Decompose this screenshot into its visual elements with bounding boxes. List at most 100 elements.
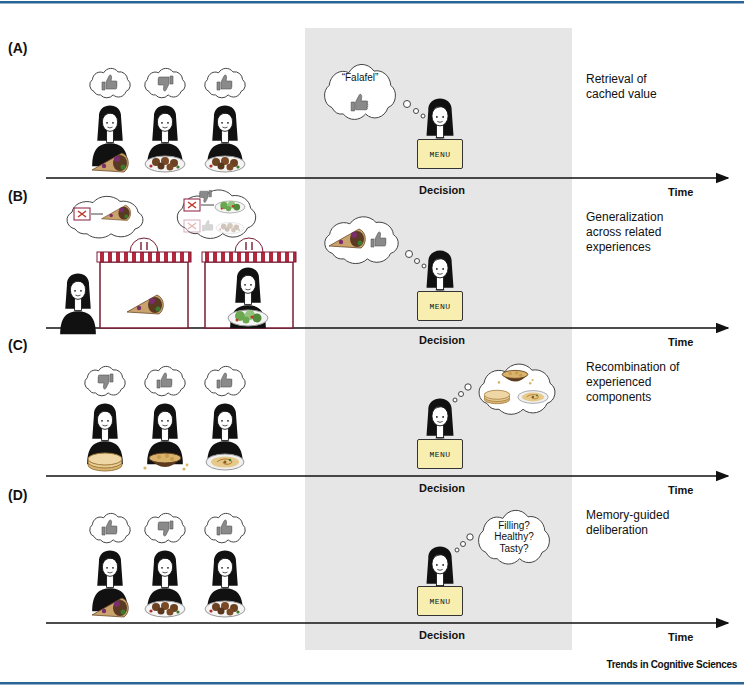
use-shape: [329, 229, 365, 248]
use-shape: [145, 156, 185, 172]
use-shape: [325, 217, 398, 264]
axis-label: Time: [668, 186, 693, 198]
use-shape: [145, 601, 185, 617]
use-shape: [85, 366, 125, 395]
circle-shape: [461, 542, 466, 547]
axis-marker: Decision: [419, 482, 465, 494]
use-shape: [498, 370, 534, 384]
use-shape: [184, 220, 200, 232]
circle-shape: [453, 398, 457, 402]
menu-label: MENU: [429, 450, 450, 459]
use-shape: [67, 196, 143, 238]
circle-shape: [459, 392, 464, 397]
use-shape: [202, 220, 213, 231]
use-shape: [205, 513, 245, 542]
use-shape: [102, 520, 117, 535]
use-shape: [98, 374, 113, 389]
axis-label: Time: [668, 484, 693, 496]
panel-caption: Recombination of experienced components: [586, 360, 681, 405]
use-shape: [216, 222, 244, 233]
use-shape: [102, 205, 131, 220]
rect-shape: [305, 28, 572, 650]
use-shape: [205, 366, 245, 395]
circle-shape: [467, 534, 473, 540]
use-shape: [92, 598, 128, 617]
axis-label: Time: [668, 631, 693, 643]
journal-credit: Trends in Cognitive Sciences: [606, 659, 737, 670]
g-shape: [46, 178, 728, 623]
menu-card: MENU: [417, 439, 463, 469]
use-shape: [92, 153, 128, 172]
panel-caption: Memory-guided deliberation: [586, 508, 681, 538]
line-shape: [46, 622, 728, 624]
circle-shape: [404, 101, 411, 108]
use-shape: [158, 521, 173, 536]
thought-text: “Falafel”: [342, 72, 379, 84]
use-shape: [199, 190, 211, 202]
menu-label: MENU: [429, 150, 450, 159]
circle-shape: [414, 109, 419, 114]
panel-letter: (B): [8, 188, 27, 204]
panel-letter: (A): [8, 40, 27, 56]
circle-shape: [422, 264, 426, 268]
use-shape: [74, 208, 90, 220]
use-shape: [217, 373, 232, 388]
axis-marker: Decision: [419, 184, 465, 196]
circle-shape: [455, 548, 459, 552]
use-shape: [217, 75, 232, 90]
use-shape: [217, 520, 232, 535]
use-shape: [145, 366, 185, 395]
panel-caption: Generalization across related experience…: [586, 210, 681, 255]
menu-card: MENU: [417, 586, 463, 616]
panel-letter: (D): [8, 487, 27, 503]
panel-letter: (C): [8, 337, 27, 353]
use-shape: [205, 601, 245, 617]
thought-bubble: Filling? Healthy? Tasty?: [472, 506, 556, 568]
use-shape: [479, 364, 555, 414]
use-shape: [177, 190, 255, 239]
use-shape: [90, 513, 130, 542]
use-shape: [202, 238, 296, 328]
menu-label: MENU: [429, 597, 450, 606]
bubble-path: [479, 510, 550, 564]
use-shape: [484, 390, 510, 404]
circle-shape: [465, 384, 471, 390]
axis-marker: Decision: [419, 334, 465, 346]
use-shape: [97, 238, 191, 328]
use-shape: [88, 453, 122, 471]
use-shape: [518, 391, 548, 404]
use-shape: [102, 75, 117, 90]
line-shape: [201, 205, 214, 206]
use-shape: [206, 454, 244, 470]
circle-shape: [406, 251, 413, 258]
use-shape: [184, 199, 200, 211]
use-shape: [145, 513, 185, 542]
use-shape: [158, 76, 173, 91]
circle-shape: [421, 114, 425, 118]
thought-text: Filling? Healthy? Tasty?: [488, 520, 540, 555]
use-shape: [157, 373, 172, 388]
use-shape: [60, 273, 96, 334]
bubble-path: [325, 64, 396, 119]
menu-label: MENU: [429, 302, 450, 311]
axis-marker: Decision: [419, 629, 465, 641]
use-shape: [215, 201, 245, 213]
menu-card: MENU: [417, 139, 463, 169]
use-shape: [205, 156, 245, 172]
use-shape: [145, 68, 185, 97]
use-shape: [90, 68, 130, 97]
thumb-icon: [351, 94, 368, 111]
line-shape: [91, 214, 103, 215]
use-shape: [127, 295, 163, 314]
rect-shape: [0, 682, 744, 685]
line-shape: [46, 177, 728, 179]
use-shape: [228, 310, 268, 326]
use-shape: [205, 68, 245, 97]
bubble-outline: [318, 60, 402, 124]
axis-label: Time: [668, 336, 693, 348]
line-shape: [46, 475, 728, 477]
rect-shape: [0, 1, 744, 4]
use-shape: [143, 453, 188, 471]
panel-caption: Retrieval of cached value: [586, 72, 681, 102]
